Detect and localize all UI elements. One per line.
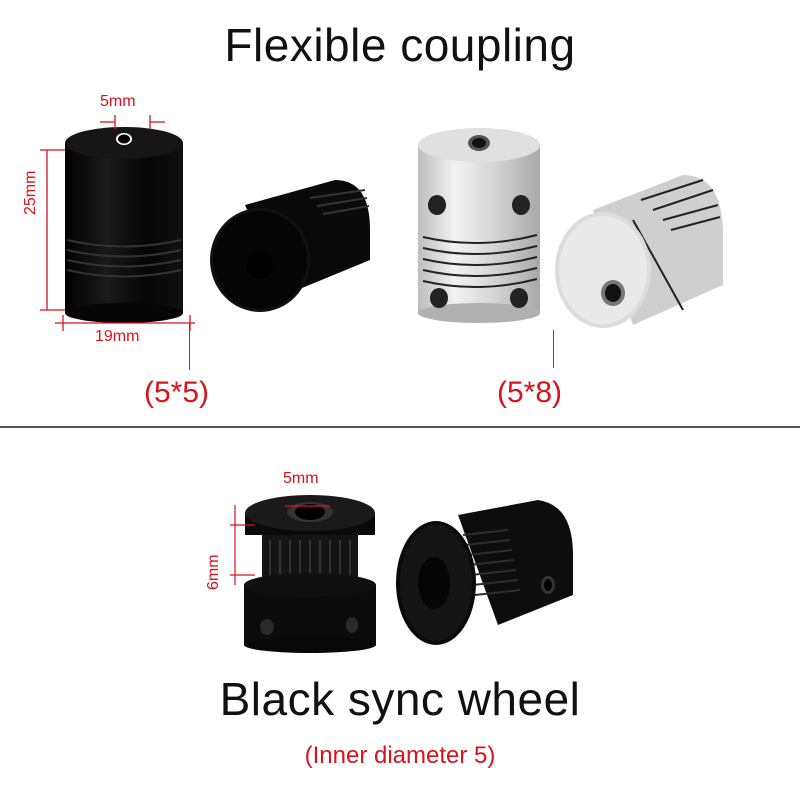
section-divider	[0, 426, 800, 428]
pulley-height-label: 6mm	[205, 554, 222, 590]
silver-coupling-upright-image	[418, 128, 540, 323]
variant-label-5x8: (5*8)	[497, 376, 563, 409]
black-pulley-upright-image	[244, 495, 376, 653]
coupling-title: Flexible coupling	[224, 19, 576, 71]
pulley-dimension-lines	[230, 505, 330, 585]
black-pulley-side-image	[396, 500, 573, 645]
pulley-bore-label: 5mm	[283, 470, 319, 487]
black-coupling-side-image	[210, 180, 370, 312]
pulley-subtitle: (Inner diameter 5)	[304, 742, 496, 769]
pulley-title: Black sync wheel	[219, 673, 581, 725]
silver-coupling-side-image	[555, 175, 723, 328]
bore-dimension-label: 5mm	[100, 93, 136, 110]
diameter-dimension-label: 19mm	[95, 328, 140, 345]
pointer-line-5x5	[189, 322, 190, 370]
variant-label-5x5: (5*5)	[144, 376, 210, 409]
length-dimension-label: 25mm	[22, 170, 39, 215]
pointer-line-5x8	[553, 330, 554, 368]
dimension-lines	[40, 115, 195, 331]
black-coupling-upright-image	[65, 127, 183, 323]
